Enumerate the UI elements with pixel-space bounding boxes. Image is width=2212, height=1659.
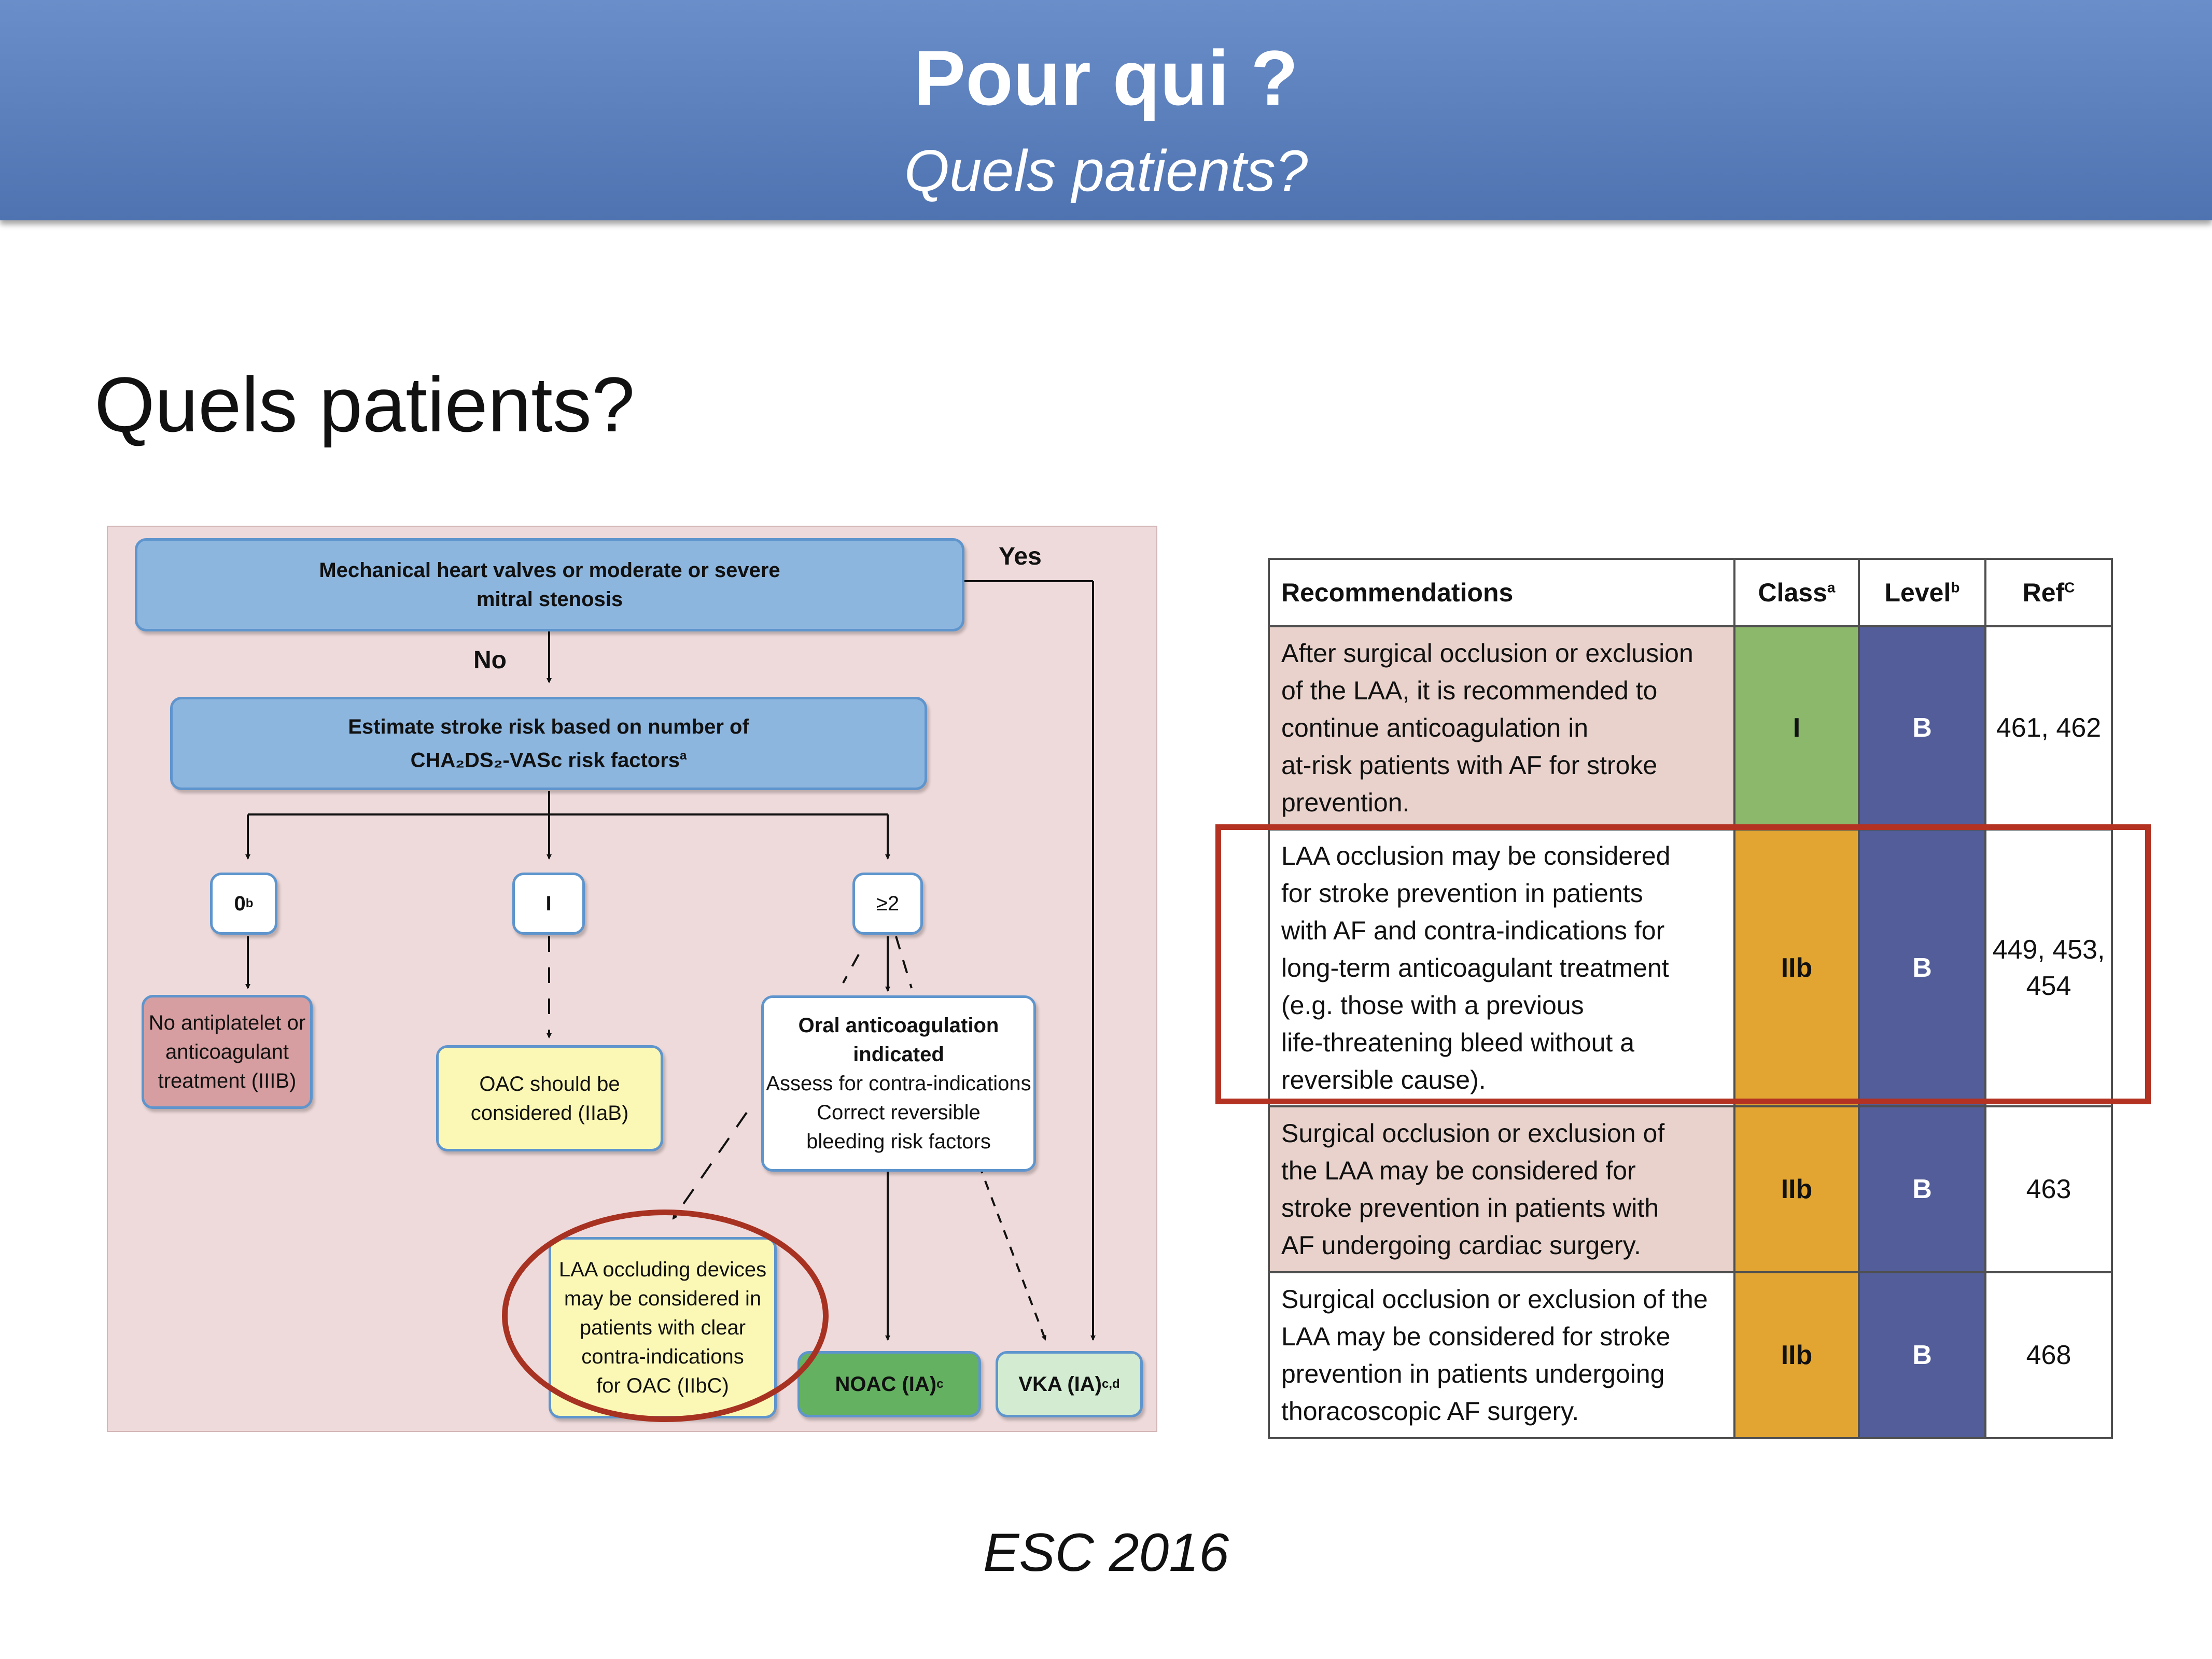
ref-cell: 461, 462 — [1984, 625, 2113, 831]
class-cell: IIb — [1733, 1105, 1860, 1273]
recommendation-text: Surgical occlusion or exclusion of the L… — [1268, 1271, 1735, 1439]
class-cell: IIb — [1733, 828, 1860, 1107]
table-row: After surgical occlusion or exclusion of… — [1268, 625, 2113, 831]
table-header-row: Recommendations Classa Levelb RefC — [1268, 558, 2113, 627]
oac-considered-box: OAC should be considered (IIaB) — [436, 1045, 663, 1151]
table-row: Surgical occlusion or exclusion of the L… — [1268, 1271, 2113, 1439]
score-1-box: I — [512, 873, 585, 935]
header-recommendations: Recommendations — [1268, 558, 1735, 627]
source-citation: ESC 2016 — [983, 1523, 1229, 1583]
ref-cell: 449, 453, 454 — [1984, 828, 2113, 1107]
flowchart-connectors — [245, 580, 1096, 1341]
header-ref: RefC — [1984, 558, 2113, 627]
level-cell: B — [1858, 1271, 1986, 1439]
level-cell: B — [1858, 625, 1986, 831]
recommendation-text: Surgical occlusion or exclusion of the L… — [1268, 1105, 1735, 1273]
score-2-plus-box: ≥2 — [852, 873, 923, 935]
no-label: No — [473, 646, 507, 674]
table-row: Surgical occlusion or exclusion of the L… — [1268, 1105, 2113, 1273]
anticoagulation-flowchart: Mechanical heart valves or moderate or s… — [107, 526, 1157, 1432]
slide-title: Pour qui ? — [914, 34, 1298, 121]
laa-highlight-circle — [502, 1210, 829, 1422]
vka-box: VKA (IA)c,d — [996, 1351, 1143, 1417]
ref-cell: 468 — [1984, 1271, 2113, 1439]
slide-subtitle: Quels patients? — [904, 138, 1308, 203]
header-level: Levelb — [1858, 558, 1986, 627]
mechanical-valves-box: Mechanical heart valves or moderate or s… — [135, 538, 964, 631]
recommendations-table: Recommendations Classa Levelb RefC After… — [1268, 558, 2113, 1439]
yes-label: Yes — [999, 543, 1042, 570]
class-cell: IIb — [1733, 1271, 1860, 1439]
noac-box: NOAC (IA)c — [797, 1351, 981, 1417]
estimate-stroke-risk-box: Estimate stroke risk based on number of … — [170, 697, 927, 790]
recommendation-text: LAA occlusion may be considered for stro… — [1268, 828, 1735, 1107]
recommendation-text: After surgical occlusion or exclusion of… — [1268, 625, 1735, 831]
title-banner: Pour qui ? Quels patients? — [0, 0, 2212, 220]
header-class: Classa — [1733, 558, 1860, 627]
ref-cell: 463 — [1984, 1105, 2113, 1273]
section-heading: Quels patients? — [94, 361, 635, 448]
level-cell: B — [1858, 1105, 1986, 1273]
laa-occlusion-highlight-box — [1215, 824, 2151, 1104]
class-cell: I — [1733, 625, 1860, 831]
level-cell: B — [1858, 828, 1986, 1107]
oral-anticoagulation-box: Oral anticoagulation indicated Assess fo… — [761, 995, 1036, 1172]
table-row: LAA occlusion may be considered for stro… — [1268, 828, 2113, 1107]
no-treatment-box: No antiplatelet or anticoagulant treatme… — [142, 995, 313, 1109]
